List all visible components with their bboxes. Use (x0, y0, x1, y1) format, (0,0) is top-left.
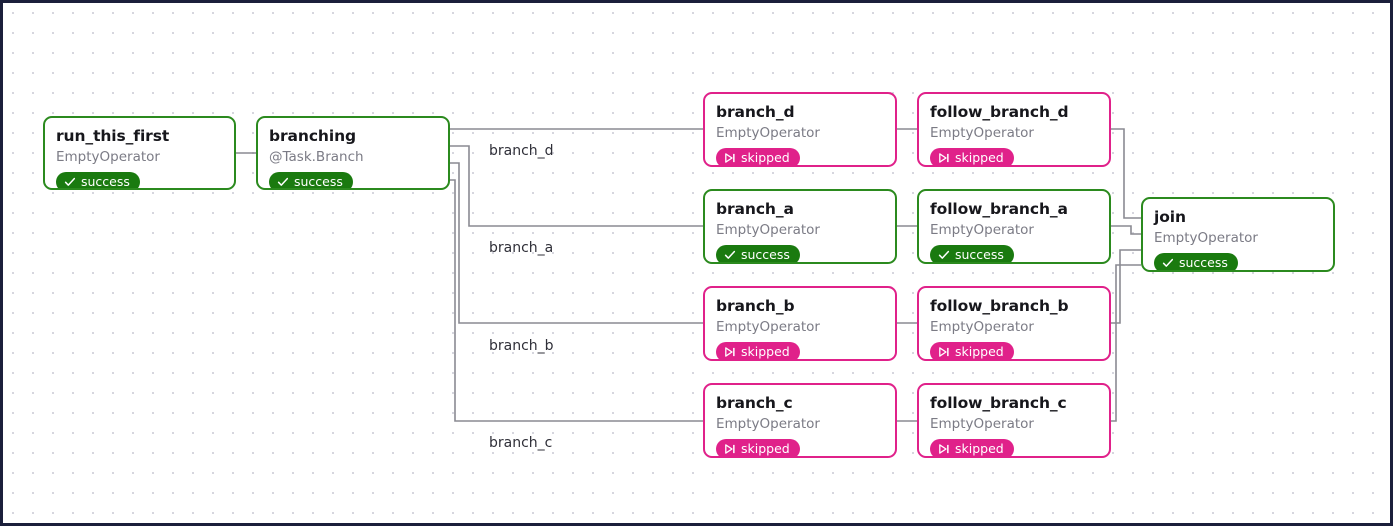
task-node-operator: EmptyOperator (1154, 230, 1258, 246)
task-node-title: branch_c (716, 394, 793, 412)
task-node-operator: EmptyOperator (716, 125, 820, 141)
skip-forward-icon (724, 152, 736, 164)
status-badge[interactable]: skipped (930, 342, 1014, 359)
status-badge[interactable]: success (269, 172, 353, 189)
task-node-title: branch_a (716, 200, 794, 218)
status-badge-label: skipped (741, 150, 790, 165)
skip-forward-icon (938, 152, 950, 164)
status-badge[interactable]: success (1154, 253, 1238, 270)
edge-follow_branch_c-to-join (1111, 264, 1141, 422)
edge-label-branch_d: branch_d (489, 143, 554, 159)
check-icon (64, 176, 76, 188)
skip-forward-icon (938, 443, 950, 455)
status-badge-label: skipped (741, 441, 790, 456)
task-node-title: join (1154, 208, 1186, 226)
status-badge[interactable]: success (716, 245, 800, 262)
skip-forward-icon (724, 346, 736, 358)
status-badge[interactable]: skipped (930, 439, 1014, 456)
task-node-operator: EmptyOperator (716, 222, 820, 238)
task-node-title: branch_b (716, 297, 795, 315)
status-badge-label: success (741, 247, 790, 262)
task-node-operator: EmptyOperator (930, 319, 1034, 335)
status-badge[interactable]: success (930, 245, 1014, 262)
task-node-branching[interactable]: branching @Task.Branch success (256, 116, 450, 190)
status-badge[interactable]: success (56, 172, 140, 189)
edge-branching-to-branch_b (450, 162, 703, 324)
skip-forward-icon (724, 443, 736, 455)
task-node-operator: EmptyOperator (716, 319, 820, 335)
edge-follow_branch_b-to-join (1111, 249, 1141, 324)
status-badge[interactable]: skipped (716, 148, 800, 165)
task-node-title: follow_branch_a (930, 200, 1068, 218)
status-badge-label: skipped (955, 150, 1004, 165)
status-badge-label: success (1179, 255, 1228, 270)
status-badge-label: skipped (741, 344, 790, 359)
edge-label-branch_c: branch_c (489, 435, 553, 451)
status-badge-label: success (81, 174, 130, 189)
edge-branching-to-branch_a (450, 145, 703, 227)
status-badge-label: skipped (955, 441, 1004, 456)
status-badge[interactable]: skipped (716, 342, 800, 359)
task-node-operator: EmptyOperator (930, 125, 1034, 141)
status-badge-label: success (294, 174, 343, 189)
status-badge-label: success (955, 247, 1004, 262)
task-node-title: run_this_first (56, 127, 170, 145)
edge-branching-to-branch_c (450, 179, 703, 422)
check-icon (938, 249, 950, 261)
task-node-operator: EmptyOperator (716, 416, 820, 432)
edge-follow_branch_d-to-join (1111, 128, 1141, 219)
status-badge[interactable]: skipped (716, 439, 800, 456)
task-node-title: branching (269, 127, 356, 145)
task-node-title: follow_branch_c (930, 394, 1067, 412)
check-icon (724, 249, 736, 261)
task-node-operator: EmptyOperator (56, 149, 160, 165)
task-node-title: follow_branch_b (930, 297, 1069, 315)
skip-forward-icon (938, 346, 950, 358)
task-node-operator: @Task.Branch (269, 149, 364, 165)
check-icon (277, 176, 289, 188)
task-node-operator: EmptyOperator (930, 416, 1034, 432)
status-badge-label: skipped (955, 344, 1004, 359)
task-node-operator: EmptyOperator (930, 222, 1034, 238)
check-icon (1162, 257, 1174, 269)
edge-label-branch_b: branch_b (489, 338, 554, 354)
edge-label-branch_a: branch_a (489, 240, 554, 256)
task-node-title: follow_branch_d (930, 103, 1069, 121)
status-badge[interactable]: skipped (930, 148, 1014, 165)
edge-follow_branch_a-to-join (1111, 225, 1141, 235)
task-node-title: branch_d (716, 103, 795, 121)
